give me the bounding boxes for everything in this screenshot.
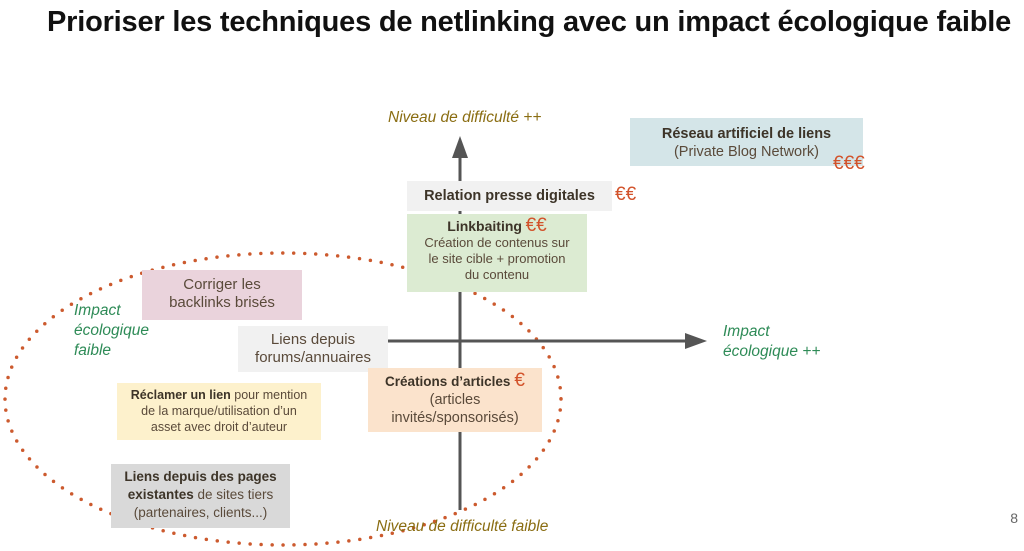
y-axis-bottom-label: Niveau de difficulté faible bbox=[376, 518, 549, 535]
page-number: 8 bbox=[1010, 510, 1018, 526]
linkbaiting-line3: du contenu bbox=[464, 267, 530, 282]
box-existing-pages-links: Liens depuis des pages existantes de sit… bbox=[111, 464, 290, 528]
existing-line3: (partenaires, clients...) bbox=[133, 505, 268, 520]
box-private-blog-network: Réseau artificiel de liens (Private Blog… bbox=[630, 118, 863, 166]
x-axis-right-label: Impact écologique ++ bbox=[723, 322, 820, 362]
x-axis-left-label: Impact écologique faible bbox=[74, 301, 149, 361]
forums-line1: Liens depuis bbox=[270, 331, 356, 348]
articles-title-row: Créations d’articles € bbox=[385, 370, 525, 391]
articles-line2: invités/sponsorisés) bbox=[391, 410, 519, 426]
linkbaiting-title-row: Linkbaiting €€ bbox=[447, 215, 547, 236]
existing-line2: existantes de sites tiers bbox=[127, 487, 274, 502]
forums-line2: forums/annuaires bbox=[255, 349, 371, 366]
y-axis-top-label: Niveau de difficulté ++ bbox=[388, 109, 542, 126]
box-article-creation: Créations d’articles € (articles invités… bbox=[368, 368, 542, 432]
pbn-subtitle: (Private Blog Network) bbox=[673, 144, 820, 160]
broken-line1: Corriger les bbox=[183, 276, 261, 293]
articles-cost: € bbox=[514, 370, 525, 391]
existing-line1: Liens depuis des pages bbox=[124, 469, 277, 484]
articles-line1: (articles bbox=[429, 392, 481, 408]
slide-title: Prioriser les techniques de netlinking a… bbox=[47, 6, 1012, 38]
box-fix-broken-backlinks: Corriger les backlinks brisés bbox=[142, 270, 302, 320]
arrow-up-icon bbox=[452, 136, 468, 158]
low-impact-ellipse bbox=[3, 251, 563, 547]
box-claim-link: Réclamer un lien pour mention de la marq… bbox=[117, 383, 321, 440]
x-axis-right-line2: écologique ++ bbox=[723, 343, 821, 360]
linkbaiting-cost: €€ bbox=[525, 215, 547, 236]
pbn-cost: €€€ bbox=[833, 153, 865, 174]
x-axis-left-line3: faible bbox=[74, 342, 112, 359]
x-axis-left-line2: écologique bbox=[74, 322, 149, 339]
x-axis-right-line1: Impact bbox=[723, 323, 770, 340]
claim-line3: asset avec droit d’auteur bbox=[150, 420, 288, 434]
claim-line2: de la marque/utilisation d’un bbox=[141, 404, 297, 418]
press-cost: €€ bbox=[615, 184, 637, 205]
linkbaiting-line2: le site cible + promotion bbox=[428, 251, 566, 266]
arrow-right-icon bbox=[685, 333, 707, 349]
broken-line2: backlinks brisés bbox=[169, 294, 275, 311]
pbn-title: Réseau artificiel de liens bbox=[661, 126, 832, 142]
linkbaiting-line1: Création de contenus sur bbox=[424, 235, 570, 250]
x-axis-left-line1: Impact bbox=[74, 302, 121, 319]
claim-line1: Réclamer un lien pour mention bbox=[130, 388, 308, 402]
box-press-relations: Relation presse digitales bbox=[407, 181, 612, 211]
box-linkbaiting: Linkbaiting €€ Création de contenus sur … bbox=[407, 214, 587, 292]
box-forum-directory-links: Liens depuis forums/annuaires bbox=[238, 326, 388, 372]
